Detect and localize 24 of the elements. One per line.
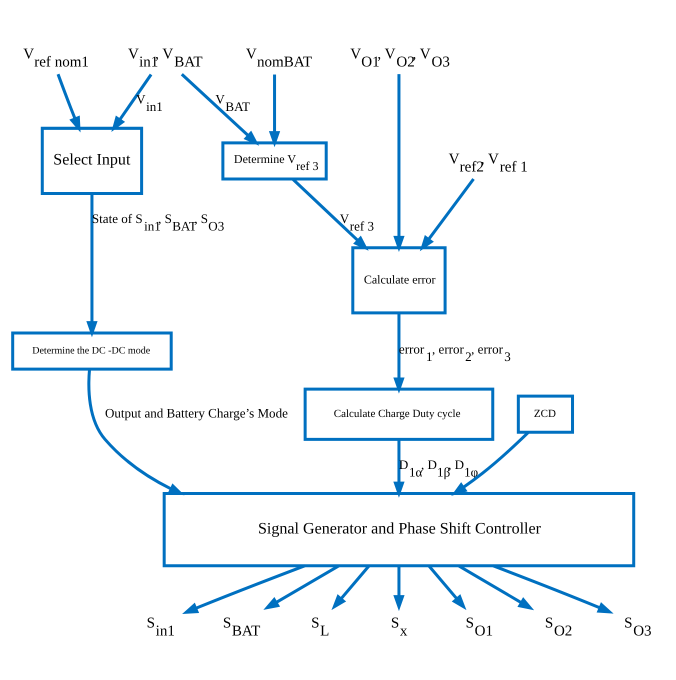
arrow <box>56 73 81 132</box>
arrow <box>393 74 405 252</box>
edge-label: Output and Battery Charge’s Mode <box>104 405 288 420</box>
arrow <box>492 564 614 614</box>
arrow <box>393 565 405 611</box>
arrow <box>331 564 370 610</box>
node-box: ZCD <box>516 394 574 434</box>
arrow <box>458 564 534 610</box>
node-box: Select Input <box>40 126 144 195</box>
node-box: Determine the DC -DC mode <box>11 330 173 370</box>
arrow <box>180 72 260 146</box>
node-box: Signal Generator and Phase Shift Controller <box>162 492 636 567</box>
arrow <box>451 430 530 496</box>
arrow <box>428 564 466 610</box>
arrow <box>393 312 405 394</box>
arrow <box>182 564 306 614</box>
arrow <box>268 74 280 147</box>
arrow <box>263 564 340 610</box>
node-box: Calculate error <box>351 246 447 314</box>
arrow <box>420 178 475 251</box>
arrow <box>86 193 98 337</box>
arrow <box>87 368 185 495</box>
arrow <box>111 73 152 132</box>
node-box: Calculate Charge Duty cycle <box>304 387 494 440</box>
